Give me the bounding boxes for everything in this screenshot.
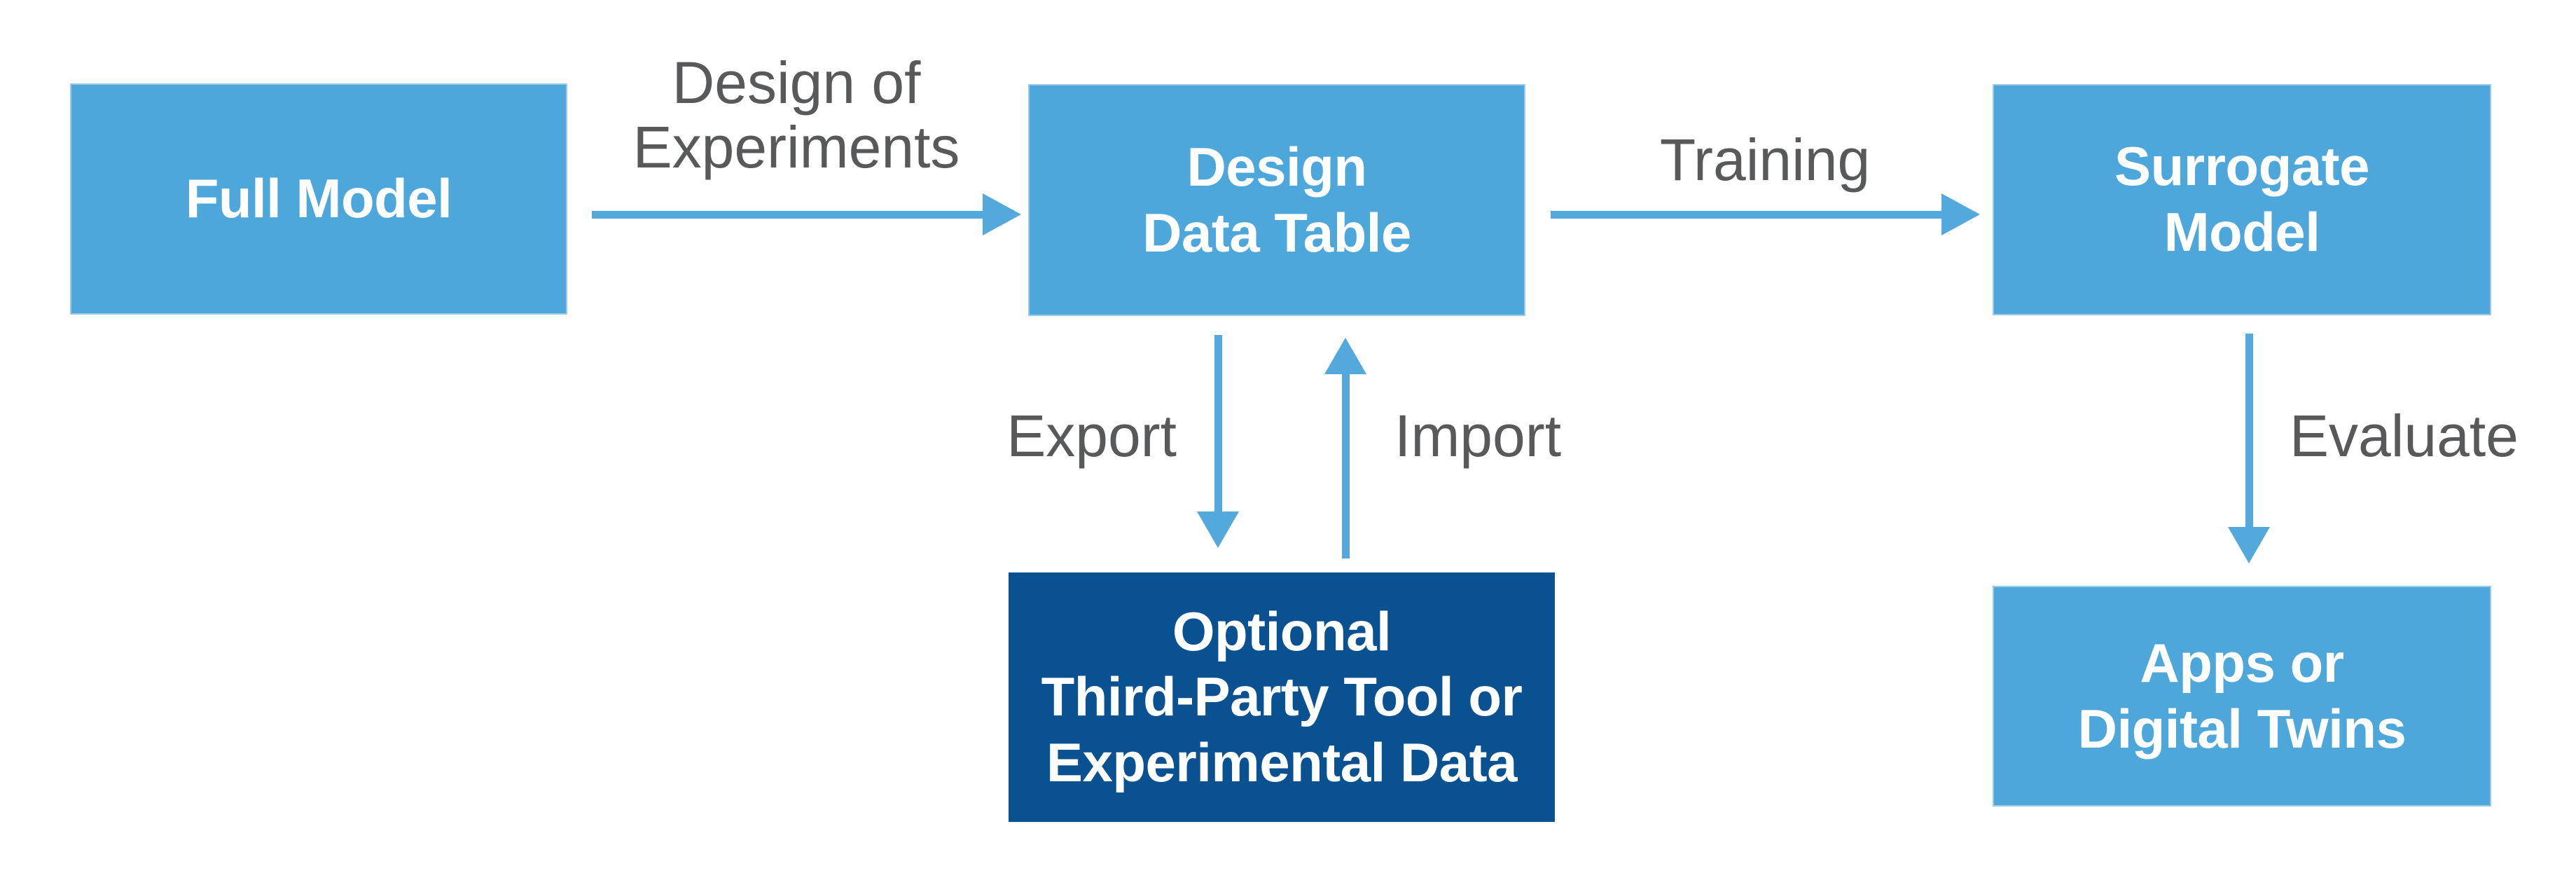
edge-label-import: Import bbox=[1394, 403, 1562, 469]
node-apps-digital-twins: Apps or Digital Twins bbox=[1993, 586, 2491, 807]
training-arrow-head-icon bbox=[1941, 193, 1980, 235]
evaluate-arrow-shaft bbox=[2245, 334, 2253, 527]
import-arrow-head-icon bbox=[1324, 338, 1366, 374]
training-arrow-shaft bbox=[1551, 211, 1941, 219]
node-design-data-table-label-line1: Design bbox=[1186, 135, 1367, 198]
edge-label-export: Export bbox=[1006, 403, 1177, 469]
node-design-data-table-label-line2: Data Table bbox=[1142, 201, 1411, 263]
edge-label-design-of-experiments-line2: Experiments bbox=[632, 114, 960, 181]
node-apps-digital-twins-label-line1: Apps or bbox=[2140, 631, 2344, 694]
edge-label-training: Training bbox=[1659, 127, 1871, 193]
export-arrow-head-icon bbox=[1197, 512, 1239, 548]
edge-label-design-of-experiments-line1: Design of bbox=[672, 50, 921, 116]
node-third-party-tool-label-line2: Third-Party Tool or bbox=[1041, 666, 1523, 728]
node-surrogate-model-label-line1: Surrogate bbox=[2114, 135, 2369, 198]
node-surrogate-model: Surrogate Model bbox=[1993, 84, 2491, 315]
node-full-model: Full Model bbox=[70, 83, 567, 315]
node-third-party-tool-label-line1: Optional bbox=[1172, 600, 1392, 662]
export-arrow-shaft bbox=[1214, 335, 1222, 512]
edge-label-evaluate: Evaluate bbox=[2290, 403, 2519, 469]
node-full-model-label: Full Model bbox=[185, 167, 452, 230]
evaluate-arrow-head-icon bbox=[2228, 527, 2270, 563]
import-arrow-shaft bbox=[1342, 374, 1350, 558]
node-third-party-tool: Optional Third-Party Tool or Experimenta… bbox=[1009, 572, 1555, 822]
node-surrogate-model-label-line2: Model bbox=[2163, 201, 2320, 263]
node-third-party-tool-label-line3: Experimental Data bbox=[1046, 731, 1518, 793]
edge-label-design-of-experiments: Design of Experiments bbox=[551, 50, 1041, 180]
doe-arrow-head-icon bbox=[983, 193, 1021, 235]
node-apps-digital-twins-label-line2: Digital Twins bbox=[2077, 697, 2407, 760]
node-design-data-table: Design Data Table bbox=[1028, 84, 1525, 316]
doe-arrow-shaft bbox=[592, 211, 983, 219]
